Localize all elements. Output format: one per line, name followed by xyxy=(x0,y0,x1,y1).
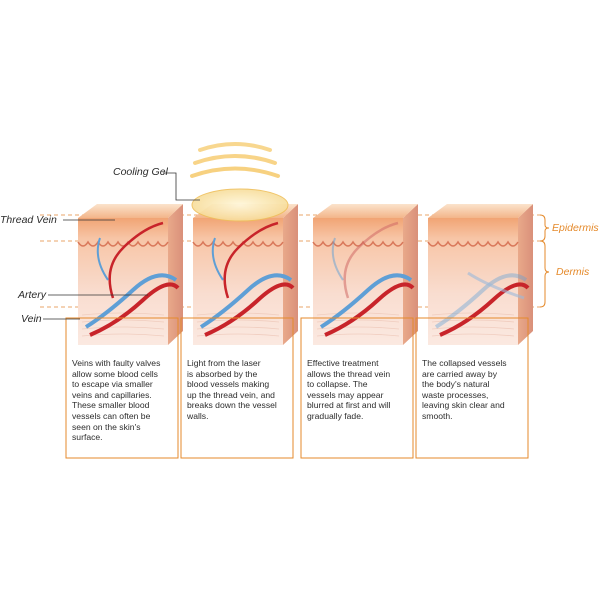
thread-vein-vessel xyxy=(108,221,164,299)
caption-box xyxy=(65,317,179,459)
skin-block-front xyxy=(428,218,518,345)
skin-block xyxy=(312,204,418,345)
artery-label: Artery xyxy=(18,289,47,301)
tissue-texture xyxy=(316,312,400,316)
skin-block-top xyxy=(78,204,183,218)
dermis-label: Dermis xyxy=(556,266,590,278)
artery-vessel xyxy=(204,282,295,337)
cooling-gel-label: Cooling Gel xyxy=(113,166,168,178)
thread-vein-vessel xyxy=(96,237,109,281)
cooling-gel-leader xyxy=(163,172,200,201)
cooling-gel-lens xyxy=(191,188,289,222)
artery-vessel xyxy=(439,282,530,337)
skin-block-front xyxy=(78,218,168,345)
artery-vessel xyxy=(324,282,415,337)
caption-box xyxy=(300,317,414,459)
caption-box xyxy=(180,317,294,459)
skin-block-top xyxy=(428,204,533,218)
leader-lines xyxy=(43,172,200,320)
thread-vein-vessel xyxy=(223,221,279,299)
skin-block-side xyxy=(403,204,418,345)
thread-vein-vessel xyxy=(331,237,344,281)
skin-block xyxy=(192,204,298,345)
thread-vein-label: Thread Vein xyxy=(0,214,57,226)
laser-wave xyxy=(198,142,272,152)
epidermis-boundary xyxy=(312,240,404,247)
skin-block-side xyxy=(283,204,298,345)
layer-brackets xyxy=(539,214,550,308)
tissue-texture xyxy=(81,319,165,323)
tissue-texture xyxy=(81,326,165,330)
dermis-bracket xyxy=(539,240,550,308)
skin-block-top xyxy=(313,204,418,218)
epidermis-boundary xyxy=(427,240,519,247)
thread-vein-vessel xyxy=(343,221,399,299)
skin-block xyxy=(77,204,183,345)
laser-wave xyxy=(190,166,280,178)
thread-vein-vessel xyxy=(211,237,224,281)
tissue-texture xyxy=(431,319,515,323)
artery-vessel xyxy=(89,282,180,337)
faded-vessel xyxy=(467,271,525,300)
laser-wave xyxy=(193,154,277,165)
skin-block-side xyxy=(168,204,183,345)
tissue-texture xyxy=(431,326,515,330)
epidermis-boundary xyxy=(192,240,284,247)
tissue-texture xyxy=(196,319,280,323)
panel-caption: The collapsed vessels are carried away b… xyxy=(422,358,507,421)
laser-light-waves xyxy=(190,142,280,178)
vein-label: Vein xyxy=(21,313,42,325)
epidermis-label: Epidermis xyxy=(552,222,599,234)
skin-block-side xyxy=(518,204,533,345)
panel-caption: Light from the laser is absorbed by the … xyxy=(187,358,277,421)
epidermis-boundary xyxy=(77,240,169,247)
panel-caption: Veins with faulty valves allow some bloo… xyxy=(72,358,161,443)
tissue-texture xyxy=(316,319,400,323)
tissue-texture xyxy=(196,312,280,316)
caption-box xyxy=(415,317,529,459)
epidermis-bracket xyxy=(539,214,550,242)
tissue-texture xyxy=(316,326,400,330)
skin-block-front xyxy=(313,218,403,345)
tissue-texture xyxy=(196,326,280,330)
panel-caption: Effective treatment allows the thread ve… xyxy=(307,358,391,421)
skin-block xyxy=(427,204,533,345)
tissue-texture xyxy=(431,312,515,316)
skin-block-front xyxy=(193,218,283,345)
tissue-texture xyxy=(81,312,165,316)
